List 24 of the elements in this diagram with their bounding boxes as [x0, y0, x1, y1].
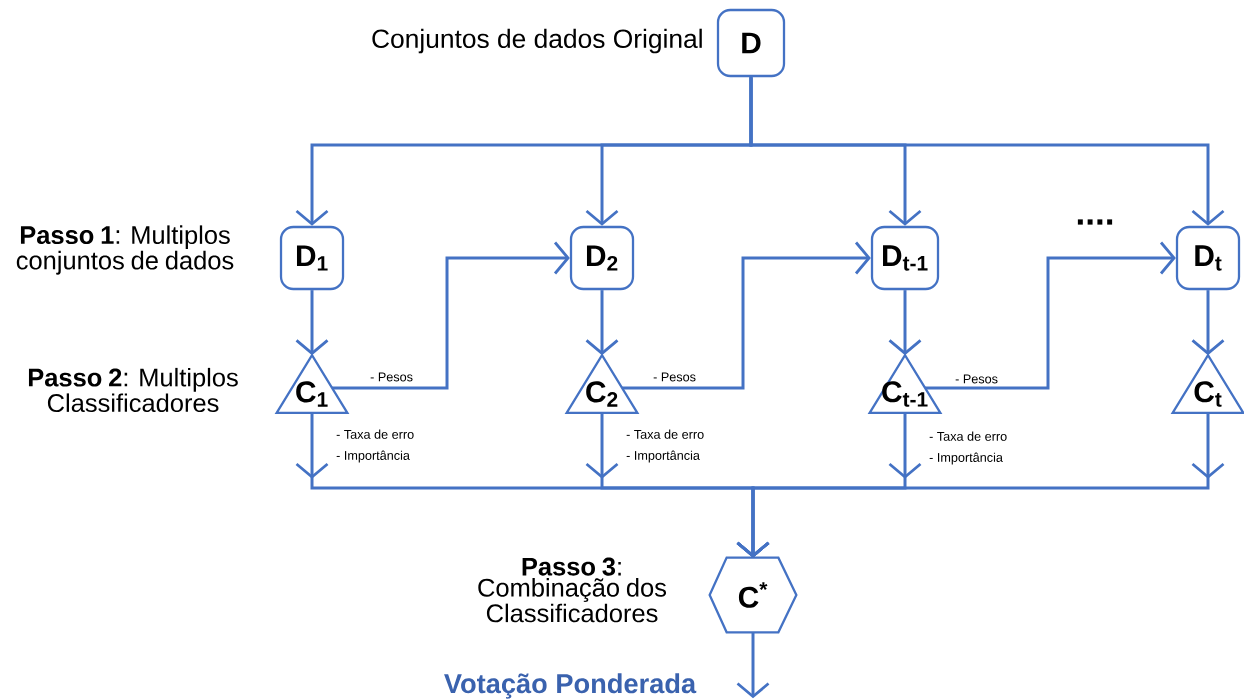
- edge-label: Votação Ponderada: [444, 673, 697, 699]
- data-box: D: [716, 8, 786, 78]
- ellipsis-text: ....: [1077, 219, 1113, 225]
- arrow: [736, 632, 770, 699]
- data-box: D$_{2}$: [569, 225, 635, 291]
- step-label: Passo 1: Multiplos conjuntos de dados: [16, 225, 234, 275]
- arrow: [736, 412, 1225, 558]
- edge-label: - Pesos: [955, 374, 998, 384]
- edge-label: - Pesos: [653, 372, 696, 382]
- step-label: Passo 3: Combinação dos Classificadores: [478, 557, 666, 623]
- arrow: [622, 241, 871, 390]
- data-box: D$_{1}$: [279, 225, 345, 291]
- combiner-hexagon: C$^{*}$: [708, 556, 798, 634]
- data-box: D$_{t}$: [1175, 225, 1241, 291]
- arrow: [749, 77, 1225, 226]
- arrow: [925, 241, 1176, 390]
- edge-label: - Taxa de erro - Importância: [626, 429, 704, 463]
- arrow: [332, 241, 570, 390]
- edge-label: - Taxa de erro - Importância: [929, 431, 1007, 465]
- data-box: D$_{t-1}$: [870, 225, 940, 291]
- step-label: Passo 2: Multiplos Classificadores: [28, 367, 238, 413]
- edge-label: - Pesos: [370, 372, 413, 382]
- edge-label: - Taxa de erro - Importância: [336, 429, 414, 463]
- caption-text: Conjuntos de dados Original: [372, 28, 702, 54]
